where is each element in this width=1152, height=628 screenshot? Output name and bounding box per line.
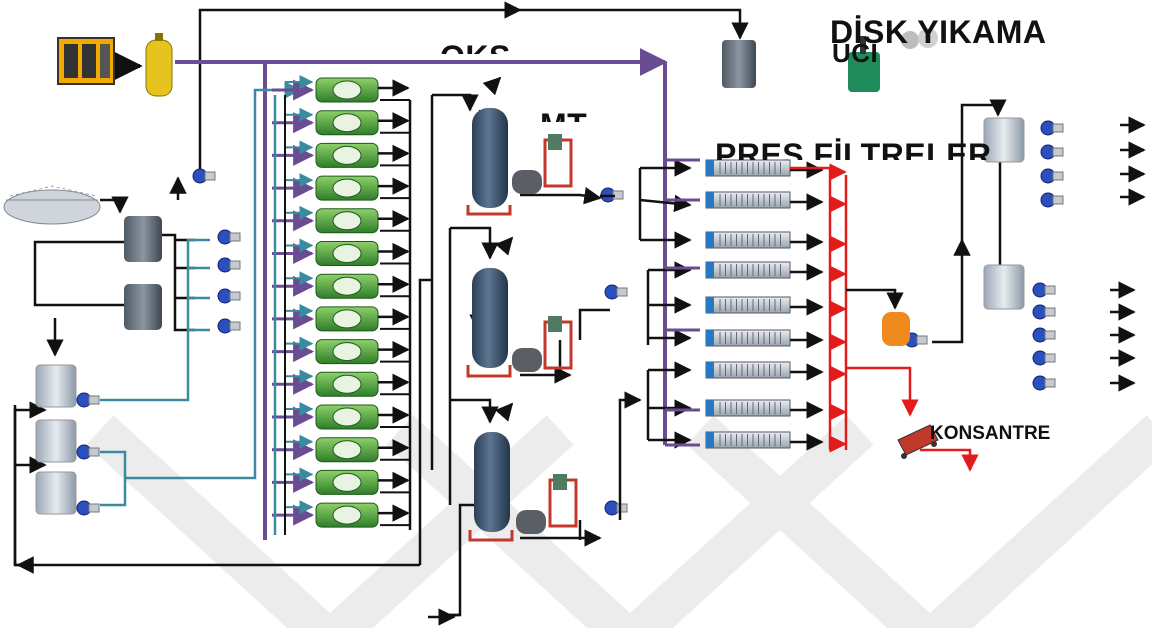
pump-icon — [77, 501, 99, 515]
thickener-icon — [4, 186, 100, 224]
flotation-cell-icon — [272, 340, 410, 364]
filter-press-icon — [706, 192, 845, 208]
pump-icon — [1041, 169, 1063, 183]
pump-icon — [77, 393, 99, 407]
pump-icon — [218, 289, 240, 303]
flotation-cell-icon — [272, 111, 410, 135]
pump-icon — [605, 501, 627, 515]
compressor-icon — [58, 38, 114, 84]
pump-icon — [605, 285, 627, 299]
pump-icon — [1041, 121, 1063, 135]
conditioning-tank-icon — [36, 365, 76, 514]
flotation-cell-icon — [272, 176, 410, 200]
pump-icon — [218, 258, 240, 272]
pump-icon — [1033, 351, 1055, 365]
pump-icon — [193, 169, 215, 183]
flotation-cell-icon — [272, 438, 410, 462]
pump-icon — [218, 230, 240, 244]
label-mt: MT — [540, 100, 610, 122]
pump-icon — [1033, 305, 1055, 319]
filter-press-icon — [706, 330, 845, 346]
flotation-cell-icon — [272, 78, 410, 102]
pump-icon — [1033, 328, 1055, 342]
flotation-cell-icon — [272, 143, 410, 167]
filter-press-icon — [706, 262, 845, 278]
label-uci: ÜCİ — [832, 40, 892, 66]
pump-icon — [1033, 283, 1055, 297]
flotation-cell-group — [272, 78, 410, 535]
filter-press-icon — [706, 232, 845, 248]
filter-press-icon — [706, 362, 845, 378]
pump-icon — [1041, 145, 1063, 159]
flotation-cell-icon — [272, 470, 410, 494]
filter-press-icon — [706, 400, 845, 416]
flotation-cell-icon — [272, 503, 410, 527]
label-konsantre: KONSANTRE — [930, 421, 1090, 447]
product-arrow-group — [1110, 125, 1144, 383]
watermark-chevrons — [100, 430, 1152, 628]
flotation-cell-icon — [272, 307, 410, 331]
pump-icon — [1033, 376, 1055, 390]
air-receiver-tank — [146, 33, 172, 96]
pump-icon — [1041, 193, 1063, 207]
orange-tank — [882, 312, 910, 346]
flotation-cell-icon — [272, 405, 410, 429]
flotation-column-icon — [468, 108, 512, 540]
filter-press-group — [706, 160, 845, 448]
flotation-cell-icon — [272, 372, 410, 396]
conditioning-tank-icon — [124, 216, 162, 330]
filter-press-icon — [706, 297, 845, 313]
flotation-cell-icon — [272, 242, 410, 266]
pump-icon — [218, 319, 240, 333]
label-oks: OKS — [440, 30, 550, 54]
label-pres-filtreler: PRES FİLTRELER — [715, 130, 1015, 160]
flotation-cell-icon — [272, 274, 410, 298]
flotation-cell-icon — [272, 209, 410, 233]
